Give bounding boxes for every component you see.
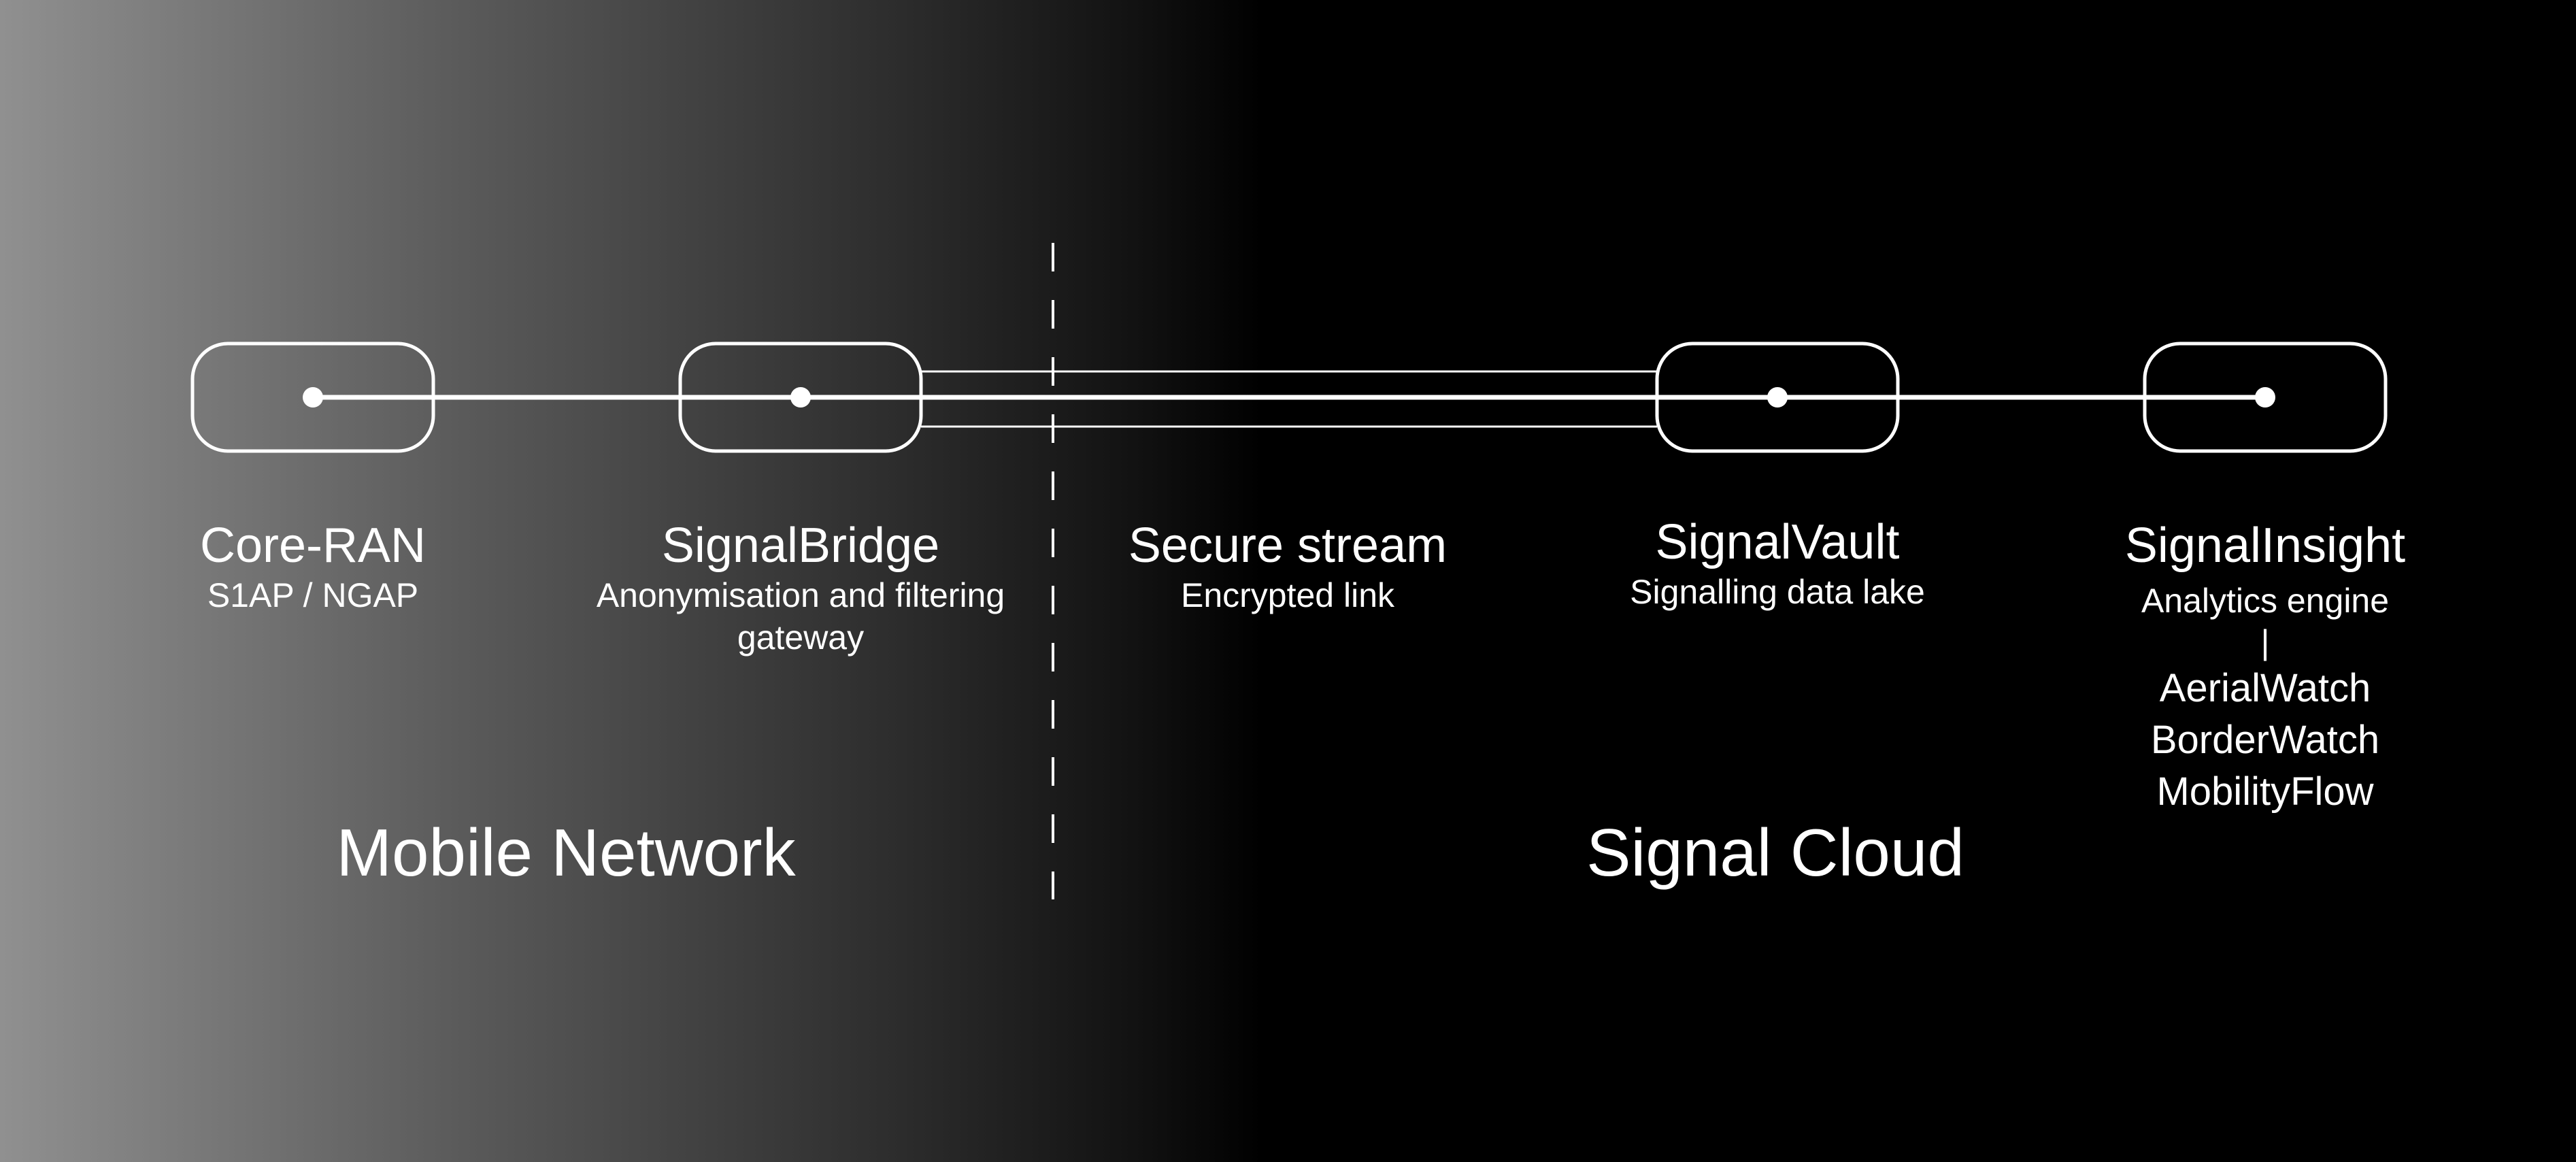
- node-box: [1655, 342, 1900, 453]
- label-signalvault: SignalVault Signalling data lake: [1630, 514, 1925, 613]
- node-signalbridge: [678, 342, 923, 453]
- node-subtitle: S1AP / NGAP: [207, 576, 419, 614]
- node-signalinsight: [2143, 342, 2388, 453]
- product-mobilityflow: MobilityFlow: [2156, 769, 2374, 814]
- link-subtitle: Encrypted link: [1180, 576, 1395, 614]
- region-label-signal-cloud: Signal Cloud: [1586, 815, 1964, 890]
- node-subtitle: Signalling data lake: [1630, 573, 1925, 611]
- node-title: SignalVault: [1655, 515, 1900, 569]
- node-subtitle: Analytics engine: [2141, 582, 2390, 620]
- node-dot: [790, 387, 811, 408]
- node-box: [190, 342, 435, 453]
- link-title: Secure stream: [1128, 518, 1448, 573]
- label-signalinsight: SignalInsight Analytics engine | AerialW…: [2125, 517, 2405, 818]
- label-secure-stream: Secure stream Encrypted link: [1128, 517, 1447, 616]
- label-core-ran: Core-RAN S1AP / NGAP: [200, 517, 426, 616]
- products-separator: |: [2260, 623, 2270, 661]
- node-dot: [303, 387, 323, 408]
- region-label-mobile-network: Mobile Network: [336, 815, 796, 890]
- product-aerialwatch: AerialWatch: [2159, 666, 2371, 710]
- node-core-ran: [190, 342, 435, 453]
- node-box: [2143, 342, 2388, 453]
- node-dot: [2255, 387, 2275, 408]
- label-signalbridge: SignalBridge Anonymisation and filtering…: [583, 517, 1018, 659]
- node-signalvault: [1655, 342, 1900, 453]
- node-title: SignalBridge: [661, 518, 940, 573]
- node-box: [678, 342, 923, 453]
- product-borderwatch: BorderWatch: [2150, 718, 2380, 762]
- node-title: Core-RAN: [199, 518, 426, 573]
- node-subtitle: Anonymisation and filtering gateway: [596, 576, 1005, 657]
- node-title: SignalInsight: [2124, 518, 2406, 573]
- node-dot: [1767, 387, 1788, 408]
